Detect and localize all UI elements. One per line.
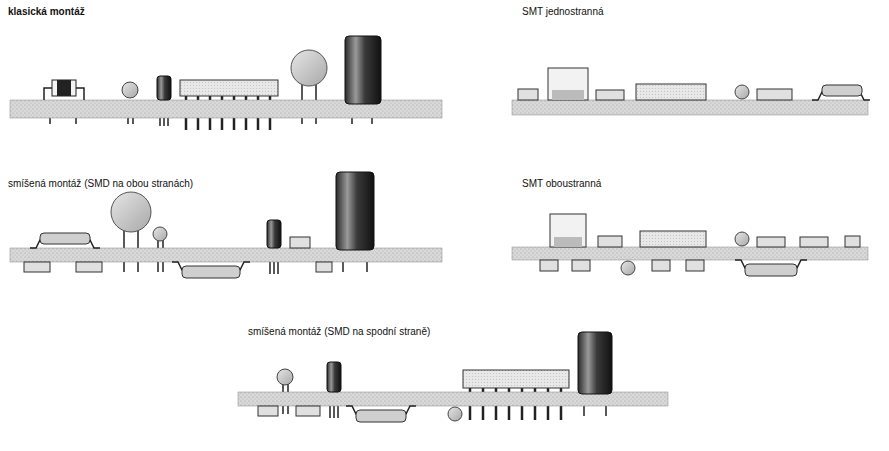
disc-capacitor <box>111 192 151 232</box>
gull-wing-ic <box>356 410 406 422</box>
melf <box>448 407 462 421</box>
smd-chip <box>518 89 538 100</box>
smd-chip <box>572 260 590 271</box>
smt-single-panel <box>512 68 870 115</box>
smd-chip <box>598 236 622 247</box>
smd-chip <box>296 406 320 416</box>
gull-wing-ic <box>40 233 90 244</box>
dip-ic <box>463 370 569 388</box>
mixed-bottom-panel <box>238 332 668 422</box>
small-capacitor <box>153 227 167 241</box>
smd-chip <box>757 237 785 247</box>
panel-caption: smíšená montáž (SMD na obou stranách) <box>8 178 193 190</box>
smd-chip <box>686 260 704 271</box>
classic-panel <box>10 36 442 130</box>
smd-chip <box>652 260 670 271</box>
panel-caption: smíšená montáž (SMD na spodní straně) <box>248 326 430 338</box>
small-capacitor <box>122 82 138 98</box>
transistor <box>267 220 281 248</box>
small-capacitor <box>277 369 293 385</box>
soic-ic <box>640 231 706 247</box>
smd-chip <box>76 262 102 272</box>
transistor <box>157 76 171 100</box>
pcb-board <box>512 100 868 115</box>
gull-wing-ic <box>182 266 240 278</box>
panel-caption: SMT oboustranná <box>522 178 601 190</box>
smd-chip <box>24 262 50 272</box>
disc-capacitor <box>291 50 327 86</box>
melf <box>735 85 749 99</box>
soic-ic <box>636 84 706 100</box>
pcb-board <box>512 247 868 260</box>
transistor <box>327 362 341 392</box>
gull-wing-ic <box>822 85 862 96</box>
pcb-board <box>10 248 442 262</box>
dip-ic <box>180 80 278 96</box>
smd-tantal <box>550 214 586 247</box>
electrolytic-capacitor <box>345 36 381 104</box>
resistor-body <box>52 80 76 96</box>
smd-terminal <box>552 90 584 100</box>
melf <box>621 261 635 275</box>
smd-chip <box>845 236 860 247</box>
smd-chip <box>540 260 558 271</box>
smd-chip <box>290 237 310 248</box>
smd-chip <box>258 406 278 416</box>
electrolytic-capacitor <box>578 332 612 394</box>
smd-chip <box>596 90 624 100</box>
smt-double-panel <box>512 214 868 276</box>
resistor-band <box>57 80 71 96</box>
melf <box>735 232 749 246</box>
panel-caption: klasická montáž <box>8 6 85 18</box>
smd-tantal <box>548 68 588 100</box>
electrolytic-capacitor <box>336 172 374 250</box>
smd-chip <box>316 262 332 272</box>
gull-wing-ic <box>745 264 797 276</box>
smd-terminal <box>554 237 582 247</box>
panel-caption: SMT jednostranná <box>522 6 604 18</box>
smd-chip <box>800 237 828 247</box>
smd-chip <box>757 89 792 100</box>
